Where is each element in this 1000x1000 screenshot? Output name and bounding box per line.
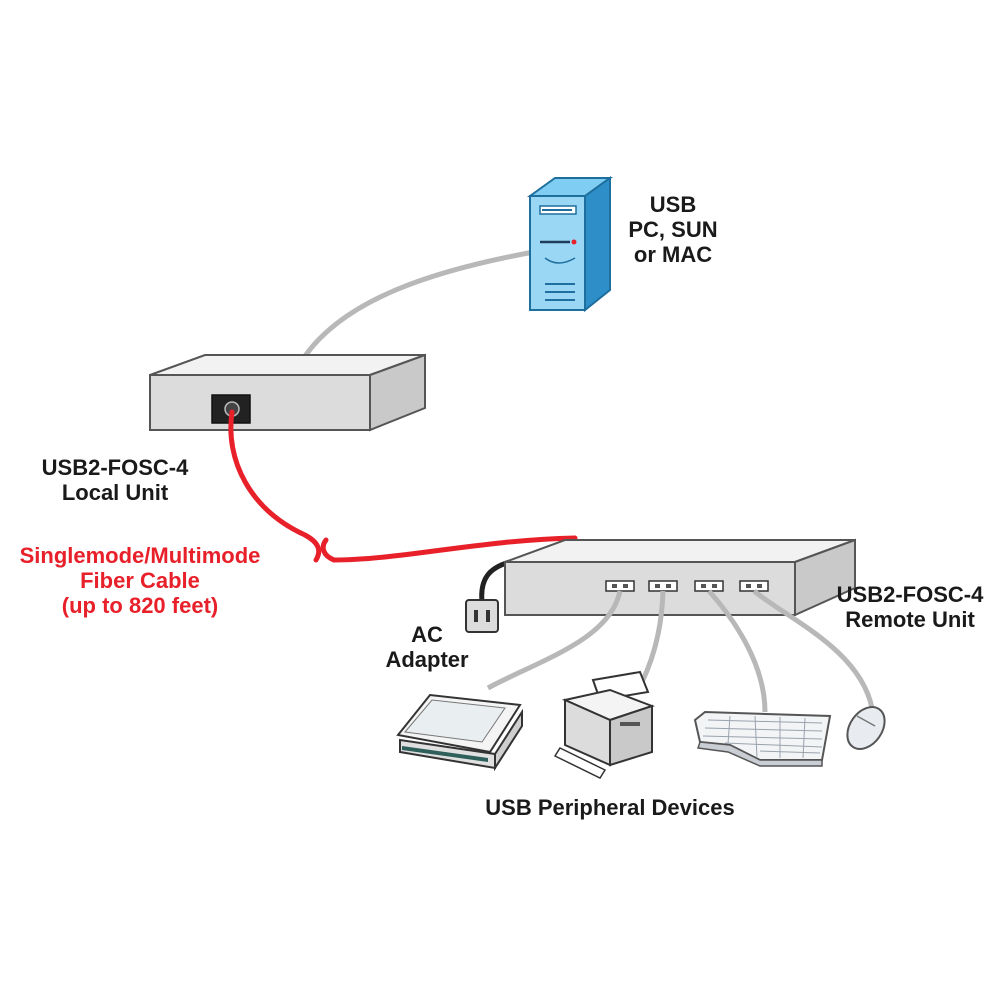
ac-adapter-label-line-1: AC [411, 622, 443, 647]
fiber-cable-break [320, 537, 337, 563]
usb-port-4 [739, 580, 769, 592]
keyboard-icon [693, 710, 832, 767]
peripherals-label-text: USB Peripheral Devices [485, 795, 735, 820]
computer-label-line-1: USB [649, 192, 697, 217]
mouse-icon [846, 706, 886, 750]
fiber-cable-label-line-1: Singlemode/Multimode [19, 543, 261, 568]
computer-icon [526, 176, 614, 313]
local-unit-box [149, 353, 426, 432]
scanner-cable [486, 590, 623, 691]
mouse-cable [752, 589, 875, 709]
printer-cable [639, 590, 666, 684]
computer-label-line-2: PC, SUN [628, 217, 718, 242]
usb-port-3 [694, 580, 724, 592]
fiber-cable [228, 409, 322, 563]
fiber-cable-label-line-2: Fiber Cable [80, 568, 200, 593]
keyboard-cable [707, 589, 768, 713]
computer-label-line-3: or MAC [633, 242, 713, 267]
fiber-cable-label-line-3: (up to 820 feet) [61, 593, 219, 618]
usb-port-1 [605, 580, 635, 592]
local-unit-label-line-2: Local Unit [61, 480, 169, 505]
ac-adapter-plug-icon [465, 599, 499, 633]
peripherals-label: USB Peripheral Devices [440, 795, 780, 820]
remote-unit-box [504, 538, 856, 617]
ac-adapter-label: AC Adapter [372, 622, 482, 672]
usb-cable-computer [302, 247, 546, 358]
fiber-cable-remote [331, 535, 578, 563]
usb-port-2 [648, 580, 678, 592]
local-unit-label: USB2-FOSC-4 Local Unit [20, 455, 210, 505]
local-unit-label-line-1: USB2-FOSC-4 [41, 455, 189, 480]
computer-label: USB PC, SUN or MAC [618, 192, 728, 267]
remote-unit-label-line-1: USB2-FOSC-4 [836, 582, 984, 607]
remote-unit-label: USB2-FOSC-4 Remote Unit [822, 582, 998, 632]
printer-icon [553, 670, 655, 779]
scanner-icon [396, 693, 523, 772]
ac-adapter-label-line-2: Adapter [385, 647, 469, 672]
fiber-cable-label: Singlemode/Multimode Fiber Cable (up to … [0, 543, 280, 618]
remote-unit-label-line-2: Remote Unit [845, 607, 975, 632]
